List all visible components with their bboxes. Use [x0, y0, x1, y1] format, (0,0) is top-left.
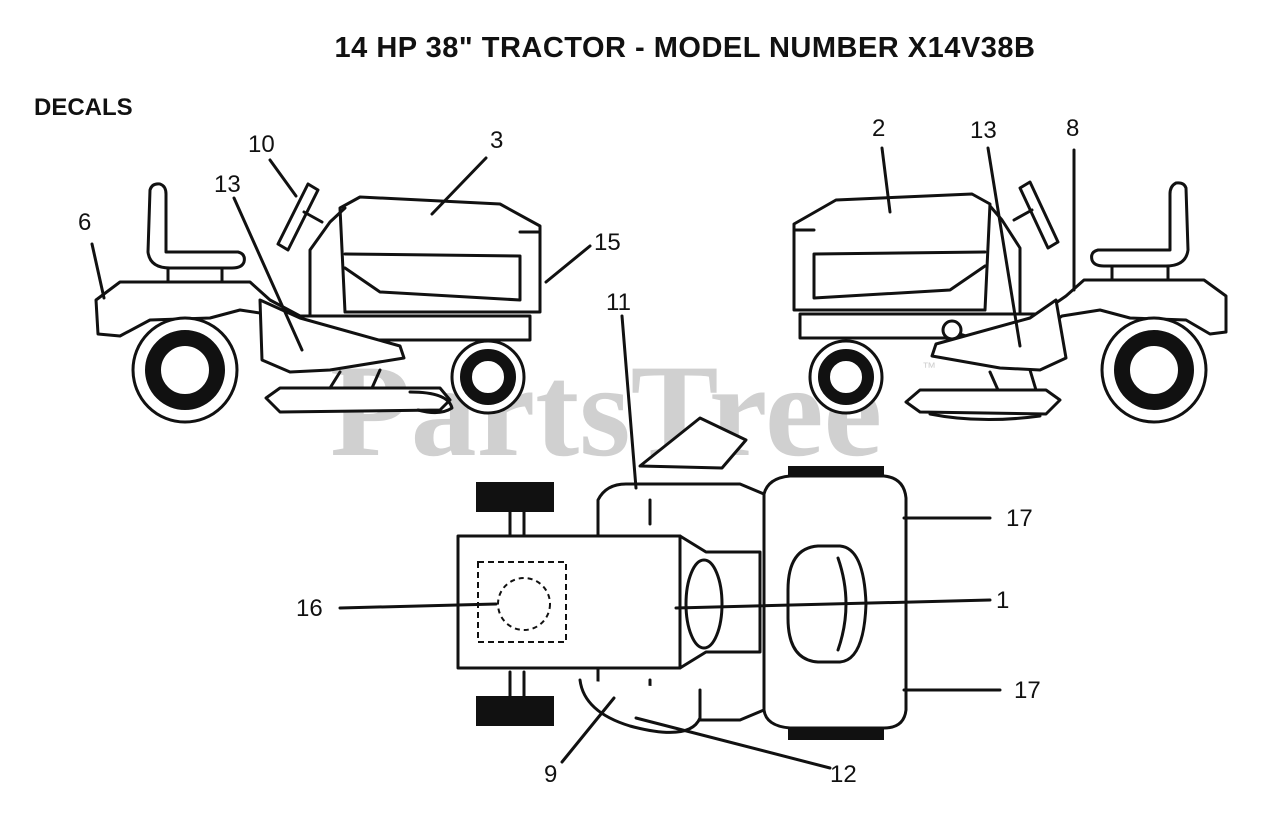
tractor-left-side-view — [94, 182, 542, 424]
callout-13-right: 13 — [970, 117, 997, 144]
callout-16: 16 — [296, 595, 323, 622]
tractor-right-side-view — [792, 148, 1228, 424]
watermark-trademark: ™ — [922, 359, 936, 375]
callout-17-top: 17 — [1006, 505, 1033, 532]
callout-15: 15 — [594, 229, 621, 256]
callout-2: 2 — [872, 115, 885, 142]
callout-12: 12 — [830, 761, 857, 788]
page-title: 14 HP 38" TRACTOR - MODEL NUMBER X14V38B — [334, 32, 1036, 64]
callout-6: 6 — [78, 209, 91, 236]
callout-11: 11 — [606, 289, 631, 316]
leader-lines — [90, 146, 1022, 770]
front-tire-bottom — [476, 696, 554, 726]
callout-13-left: 13 — [214, 171, 241, 198]
callout-17-bottom: 17 — [1014, 677, 1041, 704]
callout-9: 9 — [544, 761, 557, 788]
front-tire-top — [476, 482, 554, 512]
callout-10: 10 — [248, 131, 275, 158]
section-label: DECALS — [34, 94, 133, 121]
callout-8: 8 — [1066, 115, 1079, 142]
callout-1: 1 — [996, 587, 1009, 614]
callout-3: 3 — [490, 127, 503, 154]
